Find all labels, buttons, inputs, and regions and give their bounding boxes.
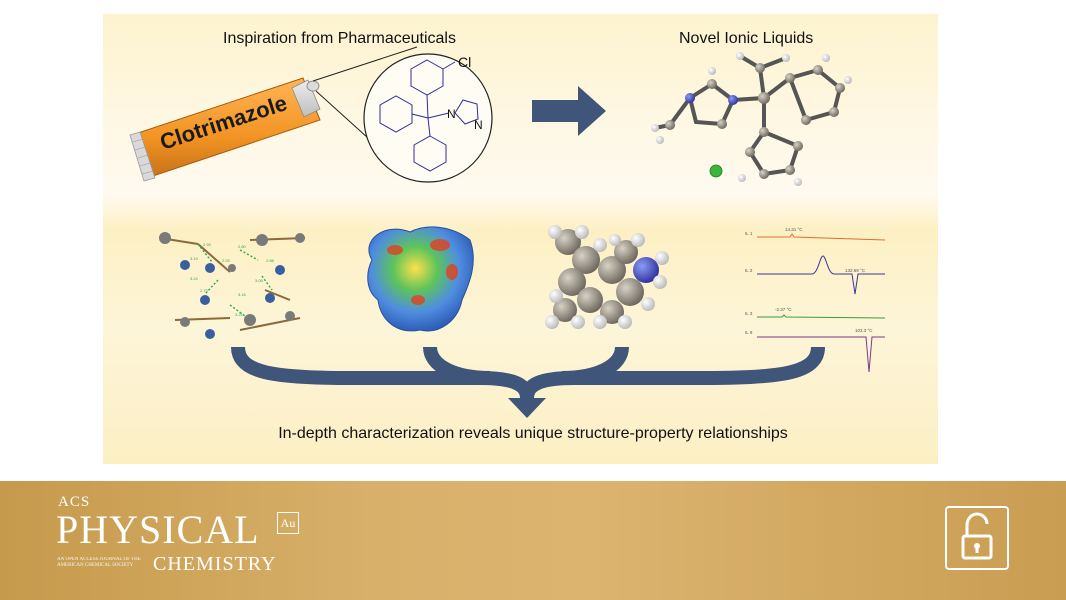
hbond-label: 2.93 xyxy=(203,242,212,247)
open-access-button[interactable] xyxy=(945,506,1009,570)
dsc-trace-2-peak: 132.69 °C xyxy=(845,268,866,273)
hbond-label: 3.24 xyxy=(190,276,199,281)
ionic-liquids-title: Novel Ionic Liquids xyxy=(679,30,814,47)
journal-logo-physical: PHYSICAL xyxy=(56,507,260,552)
journal-logo-au: Au xyxy=(277,512,299,534)
dsc-trace-1-label: IL 1 xyxy=(745,231,753,236)
hbond-label: 2.88 xyxy=(266,258,275,263)
hbond-label: 3.21 xyxy=(235,312,244,317)
open-lock-icon xyxy=(961,512,993,560)
crystal-packing-diagram xyxy=(159,232,306,339)
hbond-label: 3.19 xyxy=(190,256,199,261)
inspiration-title: Inspiration from Pharmaceuticals xyxy=(223,30,456,47)
chloro-label: Cl xyxy=(458,54,471,70)
abstract-caption: In-depth characterization reveals unique… xyxy=(278,425,788,442)
space-filling-model xyxy=(545,225,669,329)
molecule-atoms xyxy=(651,52,852,186)
dsc-trace-3-peak: -2.37 °C xyxy=(775,307,792,312)
journal-footer xyxy=(0,481,1066,600)
dsc-trace-4-label: IL 9 xyxy=(745,330,753,335)
dsc-trace-4-peak: 103.3 °C xyxy=(855,328,873,333)
converging-arrowhead xyxy=(508,398,546,418)
journal-logo-chemistry: CHEMISTRY xyxy=(153,553,277,575)
hbond-label: 2.80 xyxy=(238,244,247,249)
hirshfeld-surface xyxy=(367,226,474,332)
journal-logo-tagline: AN OPEN ACCESS JOURNAL OF THE AMERICAN C… xyxy=(57,557,141,568)
hbond-label: 2.73 xyxy=(200,288,209,293)
clotrimazole-structure xyxy=(363,53,493,183)
dsc-trace-1-peak: 14.31 °C xyxy=(785,227,803,232)
dsc-trace-3-label: IL 3 xyxy=(745,311,753,316)
surface-hotspots xyxy=(387,239,458,305)
hbond-label: 2.93 xyxy=(222,258,231,263)
imidazole-n3-label: N xyxy=(474,118,483,132)
hbond-label: 3.08 xyxy=(255,278,264,283)
right-arrow-icon xyxy=(532,86,606,136)
imidazole-n1-label: N xyxy=(447,107,456,121)
hbond-label: 3.16 xyxy=(238,292,247,297)
dsc-thermograms xyxy=(757,233,886,373)
converging-arrow-icon xyxy=(231,346,825,399)
ointment-tube-icon xyxy=(129,77,321,182)
journal-logo-acs: ACS xyxy=(58,494,91,510)
dsc-trace-2-label: IL 2 xyxy=(745,268,753,273)
